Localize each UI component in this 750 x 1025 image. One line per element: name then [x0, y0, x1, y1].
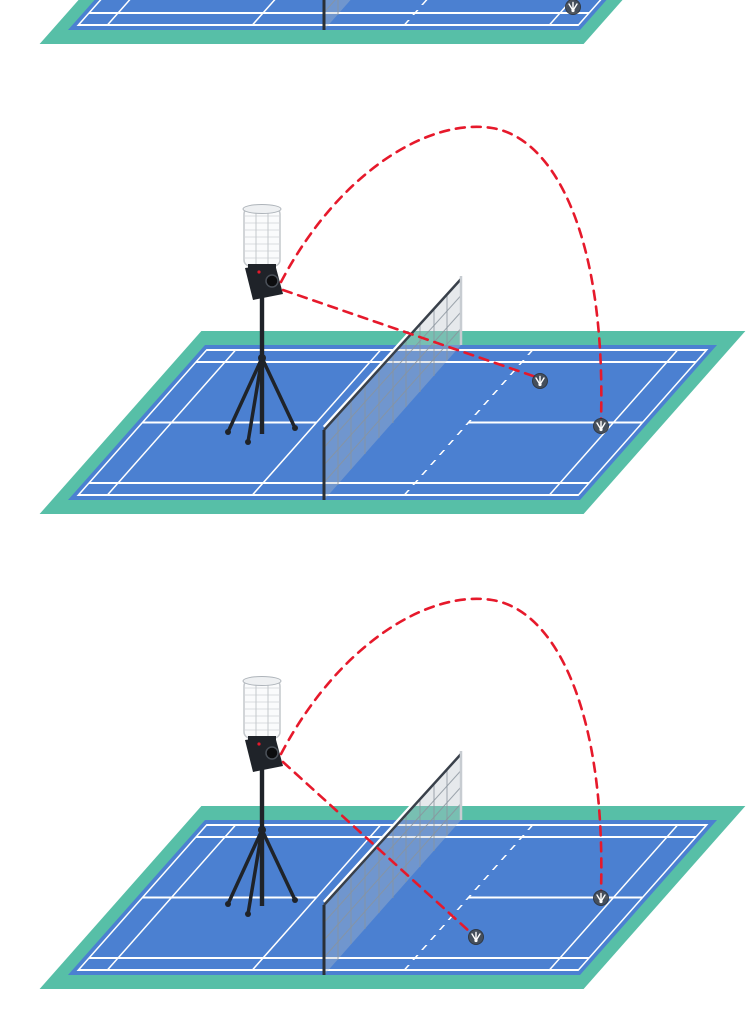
shuttle-marker: [467, 928, 485, 946]
top-partial-diagram: [38, 0, 747, 46]
shuttle-marker: [531, 372, 549, 390]
shuttle-marker: [564, 0, 582, 16]
trajectory-high-lob: [279, 597, 603, 894]
shuttle-marker: [592, 889, 610, 907]
diagram-lob-and-drive: [38, 125, 747, 516]
court: [38, 749, 747, 991]
court: [38, 274, 747, 516]
diagram-lob-and-drop: [38, 597, 747, 991]
trajectory-drop-shot: [281, 760, 472, 934]
court: [38, 0, 747, 46]
trajectory-high-lob: [279, 125, 603, 422]
trajectory-flat-drive: [281, 288, 538, 379]
shuttle-marker: [592, 417, 610, 435]
